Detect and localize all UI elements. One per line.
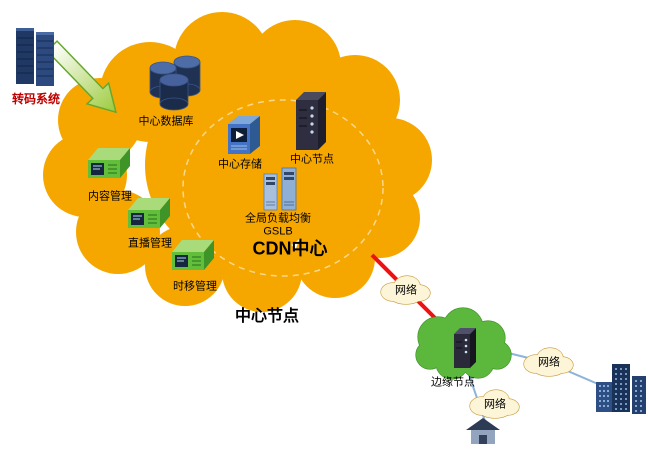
label-central-node-icon: 中心节点 — [290, 153, 334, 166]
live-mgmt-server-icon — [127, 197, 171, 229]
label-transcoding-system: 转码系统 — [11, 92, 61, 107]
central-storage-icon — [228, 116, 260, 154]
label-central-database: 中心数据库 — [138, 115, 194, 128]
transcoding-server-icon — [16, 28, 54, 86]
gslb-servers-icon — [263, 167, 297, 211]
label-content-mgmt: 内容管理 — [88, 190, 132, 203]
label-gslb-line1: 全局负载均衡 — [245, 212, 311, 225]
label-live-mgmt: 直播管理 — [128, 237, 172, 250]
label-network-3: 网络 — [484, 398, 506, 411]
house-icon — [466, 418, 500, 444]
timeshift-mgmt-server-icon — [171, 239, 215, 271]
label-edge-node: 边缘节点 — [431, 376, 475, 389]
label-network-1: 网络 — [395, 284, 417, 297]
label-network-2: 网络 — [538, 356, 560, 369]
transcode-arrow — [45, 40, 117, 114]
label-cdn-center: CDN中心 — [252, 238, 328, 259]
label-timeshift-mgmt: 时移管理 — [173, 280, 217, 293]
label-central-node-title: 中心节点 — [234, 307, 300, 325]
central-database-icon — [149, 55, 201, 111]
central-node-server-icon — [296, 92, 326, 150]
label-gslb-line2: GSLB — [263, 225, 293, 238]
edge-node-server-icon — [454, 328, 476, 368]
content-mgmt-server-icon — [87, 147, 131, 179]
label-central-storage: 中心存储 — [218, 158, 262, 171]
city-buildings-icon — [596, 364, 646, 414]
dashed-ring — [182, 99, 384, 277]
